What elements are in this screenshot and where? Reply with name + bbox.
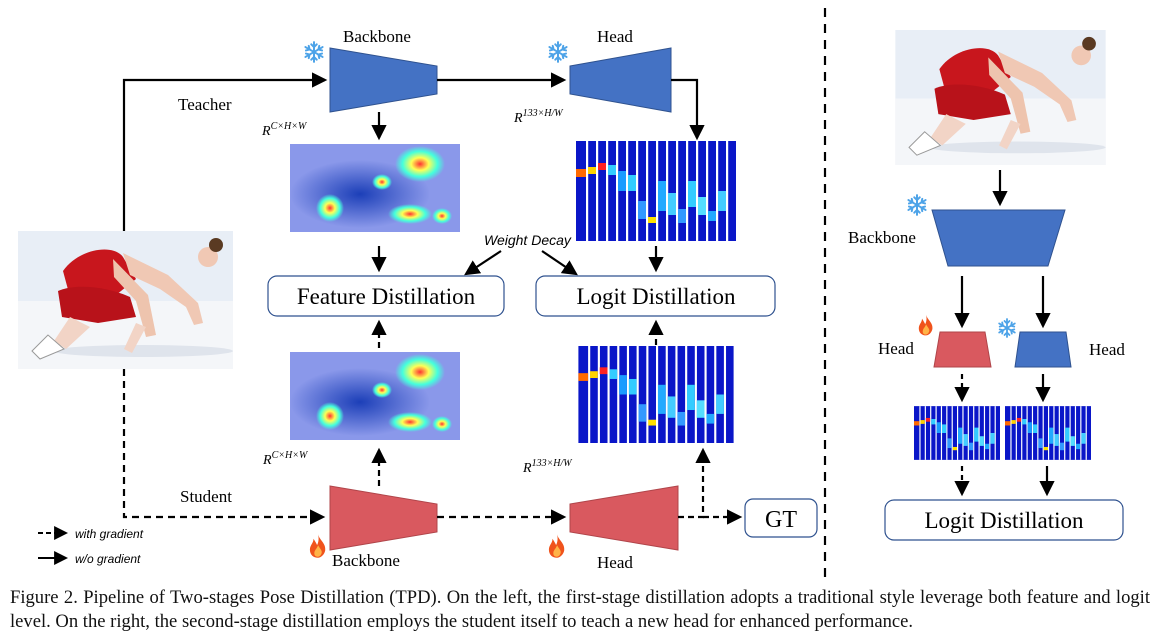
gt-box [744, 498, 818, 538]
teacher-label: Teacher [178, 95, 232, 114]
snowflake-icon [548, 41, 568, 63]
flame-icon [548, 534, 565, 558]
student-arrow [122, 369, 326, 525]
student-feature-heatmap [290, 352, 460, 440]
student-logit-shape-label: R133×H/W [522, 458, 573, 476]
right-backbone-block [931, 209, 1066, 267]
right-backbone-label: Backbone [848, 228, 916, 247]
flame-icon [309, 534, 326, 558]
student-feature-shape-label: RC×H×W [262, 450, 309, 468]
right-student-logit-heatmap [914, 406, 1000, 460]
right-logit-distillation-box [884, 499, 1124, 541]
right-skater-image [894, 30, 1107, 165]
weight-decay-logit-arrow [541, 250, 578, 276]
right-teacher-head-label: Head [1089, 340, 1125, 359]
teacher-backbone-label: Backbone [343, 27, 411, 46]
student-label: Student [180, 487, 232, 506]
snowflake-icon [998, 318, 1016, 338]
feature-distillation-label: Feature Distillation [297, 284, 476, 309]
teacher-head-label: Head [597, 27, 633, 46]
weight-decay-label: Weight Decay [484, 232, 572, 248]
teacher-feature-heatmap [290, 144, 460, 232]
student-head-label: Head [597, 553, 633, 572]
teacher-backbone-block [329, 47, 438, 113]
teacher-feature-shape-label: RC×H×W [261, 121, 308, 139]
logit-distillation-label: Logit Distillation [576, 284, 736, 309]
flame-icon [918, 314, 933, 336]
teacher-arrow [122, 72, 328, 231]
student-backbone-block [329, 485, 438, 551]
right-logit-distillation-label: Logit Distillation [924, 508, 1084, 533]
right-teacher-head-block [1014, 331, 1072, 368]
figure-caption: Figure 2. Pipeline of Two-stages Pose Di… [10, 587, 1150, 632]
right-student-head-block [933, 331, 992, 368]
input-skater-image [18, 231, 233, 369]
snowflake-icon [907, 194, 927, 216]
student-head-block [569, 485, 679, 551]
right-student-head-label: Head [878, 339, 914, 358]
student-head-to-logit-arrow [678, 447, 711, 519]
logit-distillation-box [535, 275, 776, 317]
teacher-logit-shape-label: R133×H/W [513, 108, 564, 126]
weight-decay-feature-arrow [464, 250, 502, 276]
legend-without-gradient: w/o gradient [75, 552, 141, 566]
snowflake-icon [304, 41, 324, 63]
teacher-logit-heatmap [576, 141, 736, 241]
right-teacher-logit-heatmap [1005, 406, 1091, 460]
student-logit-heatmap [578, 346, 734, 443]
feature-distillation-box [267, 275, 505, 317]
gt-label: GT [765, 507, 797, 533]
legend-with-gradient: with gradient [75, 527, 144, 541]
student-backbone-label: Backbone [332, 551, 400, 570]
teacher-logit-arrow [671, 78, 705, 141]
teacher-head-block [569, 47, 672, 113]
